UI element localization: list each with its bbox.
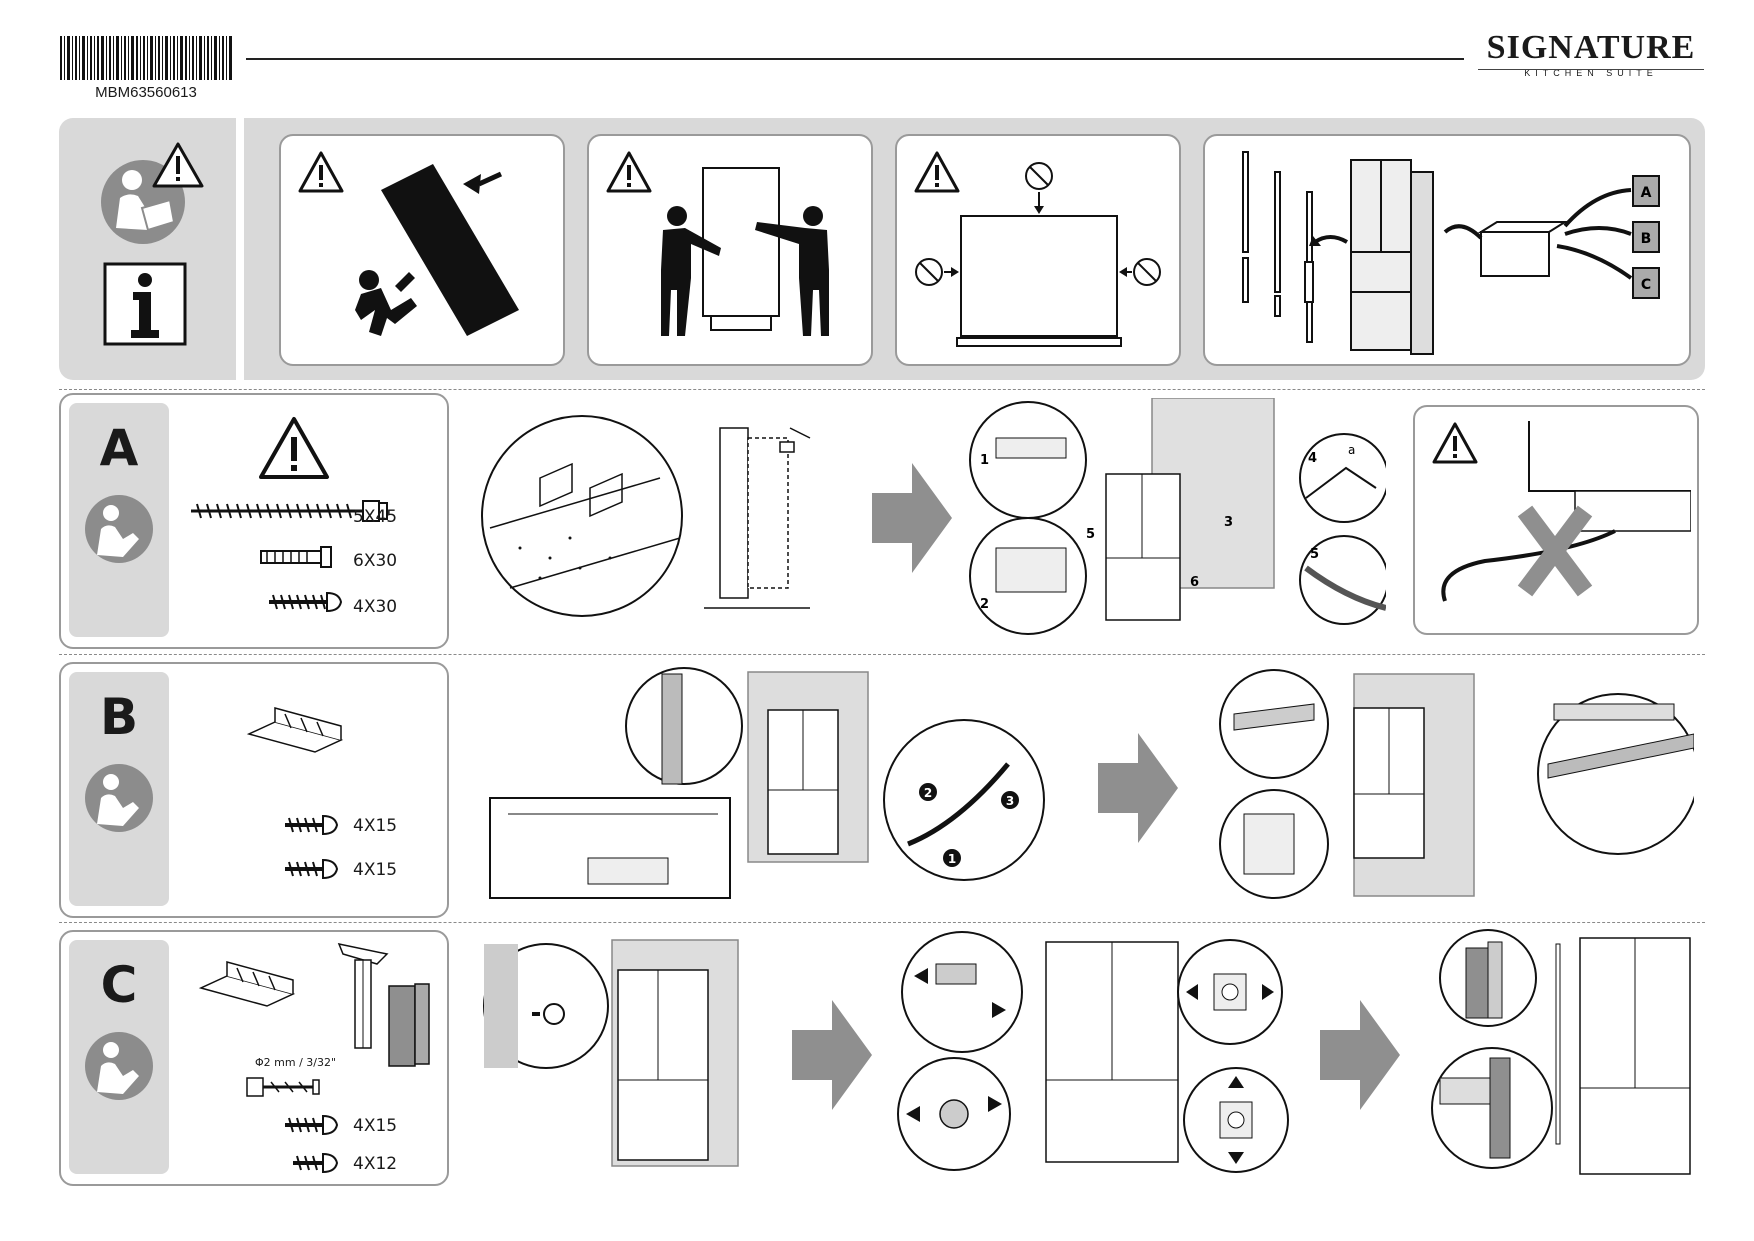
unpacking-illustration: A B C — [1242, 151, 1660, 355]
screw-4x30-icon — [269, 591, 343, 613]
trim-strip-part-icon — [388, 983, 430, 1067]
callout-a: a — [1348, 443, 1355, 457]
callout-2: 2 — [919, 783, 937, 801]
read-manual-warning-icon — [101, 142, 204, 244]
two-person-lift-illustration — [661, 167, 829, 336]
install-overview-illustration: 1 2 3 5 6 4 a 5 — [969, 398, 1386, 635]
barcode — [60, 36, 232, 80]
callout-6: 6 — [1190, 575, 1199, 590]
step-c-card: C Φ2 mm / 3/32" 4X15 4X12 — [59, 930, 449, 1186]
callout-2: 2 — [980, 597, 989, 612]
svg-text:C: C — [1641, 277, 1651, 293]
screw-4x12-icon — [293, 1152, 339, 1174]
kit-box-c: C — [1632, 267, 1660, 299]
callout-1: 1 — [943, 849, 961, 867]
brand-logo: SIGNATURE KITCHEN SUITE — [1478, 30, 1704, 84]
next-step-arrow-icon — [1320, 1000, 1400, 1110]
two-person-lift-panel — [587, 134, 873, 366]
kit-box-b: B — [1632, 221, 1660, 253]
step-b-card: B 4X15 4X15 — [59, 662, 449, 918]
wall-anchor-6x30-icon — [260, 546, 332, 568]
bracket-part-icon — [246, 707, 344, 753]
side-bracket-part-icon — [337, 942, 389, 1049]
warning-triangle-icon — [914, 151, 960, 193]
drill-bit-icon — [246, 1077, 320, 1097]
callout-1: 1 — [980, 453, 989, 468]
next-step-arrow-icon — [792, 1000, 872, 1110]
part-label: 4X15 — [353, 816, 398, 836]
read-manual-icon — [85, 1032, 153, 1100]
callout-4: 4 — [1308, 451, 1317, 466]
falling-appliance-illustration — [355, 164, 519, 336]
trim-installation-illustration — [1431, 929, 1691, 1175]
warning-triangle-icon — [606, 151, 652, 193]
next-step-arrow-icon — [872, 463, 952, 573]
callout-3: 3 — [1224, 515, 1233, 530]
anti-tip-bracket-illustration — [481, 415, 811, 617]
screw-4x15-icon — [285, 1114, 339, 1136]
svg-text:2: 2 — [924, 786, 932, 800]
power-cord-warning-panel — [1413, 405, 1699, 635]
step-b-letter: B — [99, 688, 139, 746]
read-manual-icon — [85, 764, 153, 832]
warning-triangle-icon — [298, 151, 344, 193]
callout-5-detail: 5 — [1310, 547, 1319, 562]
kit-box-a: A — [1632, 175, 1660, 207]
tip-over-warning-panel — [279, 134, 565, 366]
pinched-cord-illustration — [1441, 421, 1691, 602]
water-line-connection-illustration: 1 2 3 — [489, 667, 1045, 899]
section-divider — [59, 389, 1705, 390]
section-divider — [59, 922, 1705, 923]
part-label: 4X15 — [353, 860, 398, 880]
header-rule — [246, 58, 1464, 60]
read-manual-icon — [85, 495, 153, 563]
warning-triangle-icon — [259, 417, 329, 479]
callout-3: 3 — [1001, 791, 1019, 809]
logo-underline — [1478, 69, 1704, 70]
step-c-letter: C — [100, 956, 138, 1014]
callout-5: 5 — [1086, 527, 1095, 542]
screw-5x45-icon — [191, 500, 388, 522]
step-a-letter: A — [99, 419, 139, 477]
step-a-card: A 5X45 6X30 4X30 — [59, 393, 449, 649]
svg-text:B: B — [1641, 231, 1652, 247]
part-label: 4X12 — [353, 1154, 398, 1174]
door-screw-illustration — [483, 939, 739, 1167]
svg-text:3: 3 — [1006, 794, 1014, 808]
mounting-bracket-illustration — [1219, 669, 1694, 899]
door-alignment-illustration — [897, 931, 1289, 1173]
next-step-arrow-icon — [1098, 733, 1178, 843]
part-label: 6X30 — [353, 551, 398, 571]
safety-band-divider — [236, 118, 244, 380]
part-label: 5X45 — [353, 507, 398, 527]
screw-4x15-icon — [285, 858, 339, 880]
screw-4x15-icon — [285, 814, 339, 836]
model-number: MBM63560613 — [95, 84, 197, 101]
brand-name: SIGNATURE — [1486, 29, 1696, 66]
drill-bit-spec: Φ2 mm / 3/32" — [255, 1056, 337, 1069]
part-label: 4X15 — [353, 1116, 398, 1136]
no-pressure-illustration — [915, 162, 1161, 347]
info-icon — [103, 262, 187, 346]
section-divider — [59, 654, 1705, 655]
svg-text:A: A — [1641, 185, 1652, 201]
unpacking-panel: A B C — [1203, 134, 1691, 366]
part-label: 4X30 — [353, 597, 398, 617]
warning-triangle-icon — [1432, 422, 1478, 464]
bracket-part-icon — [198, 961, 296, 1007]
svg-text:1: 1 — [948, 852, 956, 866]
brand-subtitle: KITCHEN SUITE — [1524, 68, 1658, 78]
no-pressure-warning-panel — [895, 134, 1181, 366]
